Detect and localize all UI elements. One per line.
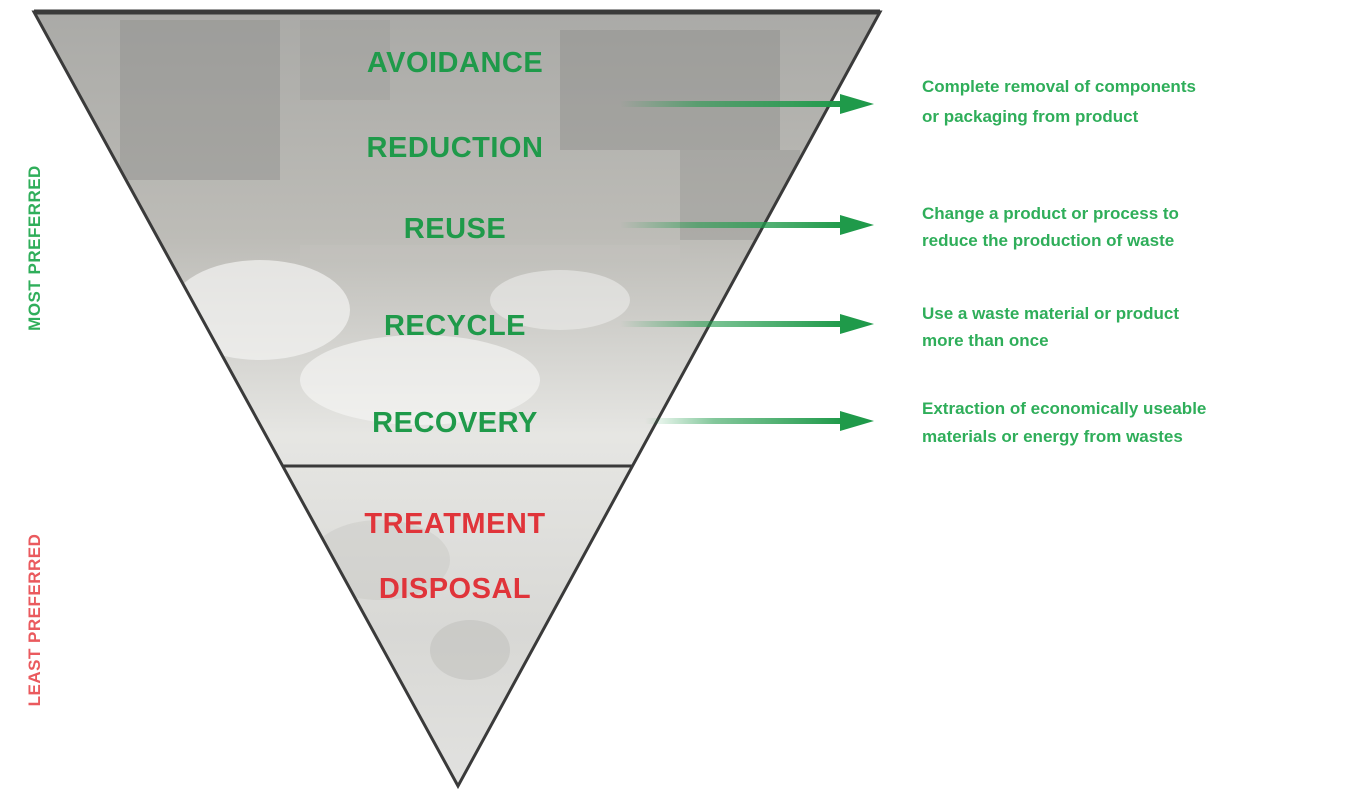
description-2-line-2: reduce the production of waste bbox=[922, 231, 1174, 250]
description-4-line-2: materials or energy from wastes bbox=[922, 427, 1183, 446]
arrow-3 bbox=[620, 314, 874, 334]
side-label-least-preferred: LEAST PREFERRED bbox=[25, 534, 44, 707]
tier-label-reduction: REDUCTION bbox=[367, 132, 544, 164]
description-2-line-1: Change a product or process to bbox=[922, 204, 1179, 223]
tier-label-recovery: RECOVERY bbox=[372, 407, 538, 439]
side-label-most-preferred: MOST PREFERRED bbox=[25, 165, 44, 331]
description-3-line-1: Use a waste material or product bbox=[922, 304, 1179, 323]
arrow-1 bbox=[620, 94, 874, 114]
funnel-background bbox=[34, 12, 880, 786]
arrow-4 bbox=[645, 411, 874, 431]
arrow-2 bbox=[620, 215, 874, 235]
description-1-line-2: or packaging from product bbox=[922, 107, 1139, 126]
tier-label-avoidance: AVOIDANCE bbox=[367, 47, 543, 79]
description-1-line-1: Complete removal of components bbox=[922, 77, 1196, 96]
description-4-line-1: Extraction of economically useable bbox=[922, 399, 1206, 418]
tier-label-reuse: REUSE bbox=[404, 213, 506, 245]
description-3-line-2: more than once bbox=[922, 331, 1049, 350]
tier-label-treatment: TREATMENT bbox=[364, 508, 545, 540]
tier-label-disposal: DISPOSAL bbox=[379, 573, 531, 605]
tier-label-recycle: RECYCLE bbox=[384, 310, 526, 342]
